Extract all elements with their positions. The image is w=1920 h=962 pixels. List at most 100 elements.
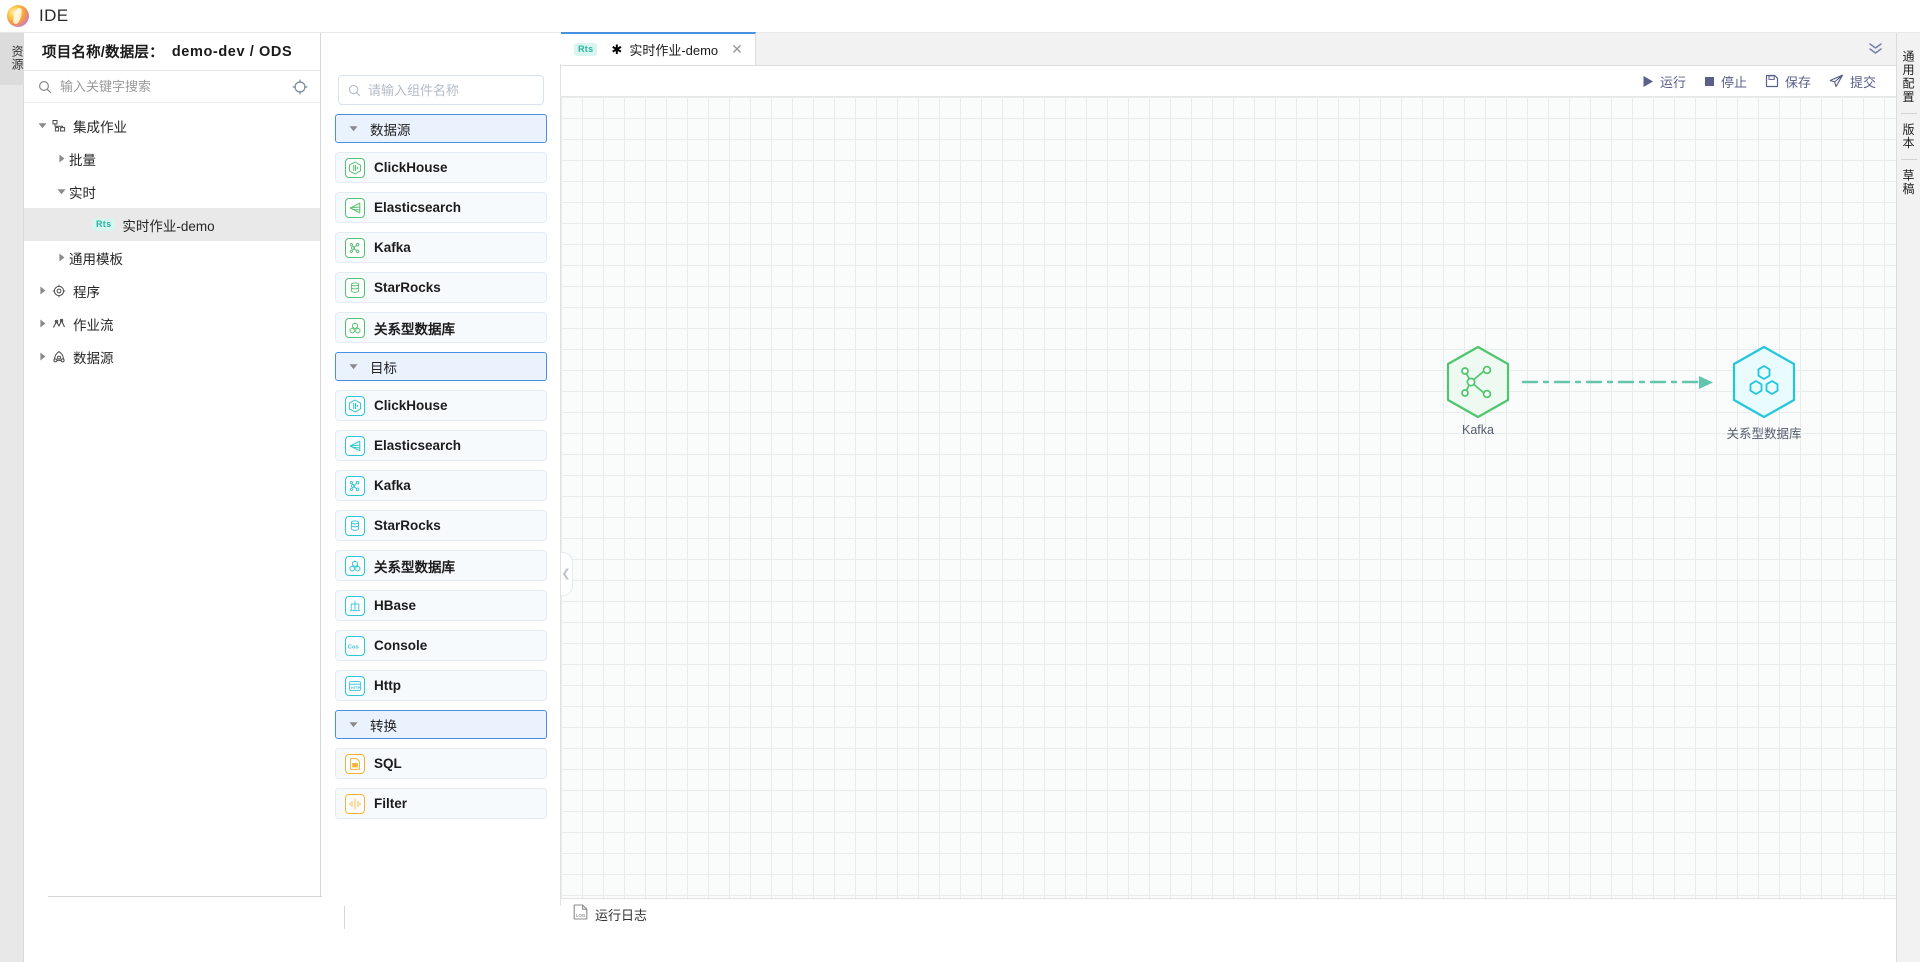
tree-item-0[interactable]: 集成作业 bbox=[24, 109, 320, 142]
palette-collapse-handle[interactable]: ❮ bbox=[561, 552, 573, 596]
submit-button[interactable]: 提交 bbox=[1829, 72, 1876, 91]
sidebar-search-input[interactable] bbox=[60, 79, 284, 94]
palette-item-关系型数据库[interactable]: 关系型数据库 bbox=[335, 312, 547, 343]
tab-label: 实时作业-demo bbox=[629, 43, 719, 58]
rdbms-icon bbox=[345, 555, 365, 576]
caret-right-icon[interactable] bbox=[53, 154, 69, 163]
sql-file-icon bbox=[345, 753, 365, 774]
project-value: demo-dev / ODS bbox=[171, 43, 293, 60]
filter-icon bbox=[345, 793, 365, 814]
caret-down-icon[interactable] bbox=[53, 187, 69, 196]
palette-item-filter[interactable]: Filter bbox=[335, 788, 547, 819]
palette-group-2[interactable]: 转换 bbox=[335, 710, 547, 739]
tab-realtime-job-demo[interactable]: Rts ✱ 实时作业-demo ✕ bbox=[561, 32, 756, 65]
gear-icon bbox=[50, 284, 68, 298]
save-button[interactable]: 保存 bbox=[1765, 72, 1811, 91]
caret-right-icon[interactable] bbox=[34, 286, 50, 295]
tree-item-label: 数据源 bbox=[73, 350, 114, 366]
edge-kafka-to-rdbms[interactable] bbox=[561, 97, 1896, 898]
palette-item-label: SQL bbox=[374, 756, 402, 771]
right-rail-item-2[interactable]: 草稿 bbox=[1901, 169, 1915, 196]
tree-item-badge: Rts bbox=[92, 218, 116, 231]
close-icon[interactable]: ✕ bbox=[731, 41, 743, 57]
starrocks-icon bbox=[345, 277, 365, 298]
tree-item-2[interactable]: 实时 bbox=[24, 175, 320, 208]
rail-separator bbox=[1900, 113, 1917, 114]
palette-item-label: Elasticsearch bbox=[374, 200, 462, 215]
rdbms-icon bbox=[345, 317, 365, 338]
run-button-label: 运行 bbox=[1659, 74, 1686, 90]
search-icon bbox=[38, 80, 52, 94]
editor-bottom-bar: LOG 运行日志 bbox=[561, 898, 1896, 929]
caret-down-icon[interactable] bbox=[34, 121, 50, 130]
palette-item-label: Kafka bbox=[374, 240, 411, 255]
palette-item-label: StarRocks bbox=[374, 280, 441, 295]
tree-item-7[interactable]: 数据源 bbox=[24, 340, 320, 373]
sitemap-icon bbox=[50, 119, 68, 133]
tab-dirty-marker: ✱ bbox=[611, 42, 623, 57]
chevron-double-down-icon[interactable] bbox=[1867, 42, 1884, 58]
tree-item-4[interactable]: 通用模板 bbox=[24, 241, 320, 274]
palette-search-input[interactable] bbox=[368, 82, 544, 98]
palette-item-sql[interactable]: SQL bbox=[335, 748, 547, 779]
run-button[interactable]: 运行 bbox=[1642, 72, 1686, 91]
palette-item-clickhouse[interactable]: ClickHouse bbox=[335, 390, 547, 421]
flow-canvas[interactable]: Kafka 关系型数据库 bbox=[561, 97, 1896, 898]
play-icon bbox=[1642, 75, 1654, 88]
palette-group-1[interactable]: 目标 bbox=[335, 352, 547, 381]
palette-item-label: ClickHouse bbox=[374, 160, 448, 175]
rail-separator bbox=[1900, 159, 1917, 160]
tree-item-label: 实时作业-demo bbox=[122, 218, 215, 234]
palette-item-console[interactable]: Cos Console bbox=[335, 630, 547, 661]
palette-item-关系型数据库[interactable]: 关系型数据库 bbox=[335, 550, 547, 581]
kafka-icon bbox=[345, 237, 365, 258]
palette-item-label: Filter bbox=[374, 796, 408, 811]
palette-item-starrocks[interactable]: StarRocks bbox=[335, 510, 547, 541]
clickhouse-icon bbox=[345, 395, 365, 416]
right-panel-rail: 通用配置版本草稿 bbox=[1896, 33, 1920, 962]
right-rail-item-0[interactable]: 通用配置 bbox=[1901, 50, 1915, 104]
project-label: 项目名称/数据层： bbox=[42, 45, 164, 61]
caret-right-icon[interactable] bbox=[53, 253, 69, 262]
tree-item-6[interactable]: 作业流 bbox=[24, 307, 320, 340]
palette-item-elasticsearch[interactable]: Elasticsearch bbox=[335, 192, 547, 223]
palette-group-0[interactable]: 数据源 bbox=[335, 114, 547, 143]
palette-item-kafka[interactable]: Kafka bbox=[335, 232, 547, 263]
palette-item-starrocks[interactable]: StarRocks bbox=[335, 272, 547, 303]
palette-item-kafka[interactable]: Kafka bbox=[335, 470, 547, 501]
caret-right-icon[interactable] bbox=[34, 352, 50, 361]
run-log-label[interactable]: 运行日志 bbox=[595, 907, 648, 923]
send-paper-plane-icon bbox=[1829, 74, 1844, 88]
palette-item-clickhouse[interactable]: ClickHouse bbox=[335, 152, 547, 183]
palette-item-hbase[interactable]: HBase bbox=[335, 590, 547, 621]
tree-item-5[interactable]: 程序 bbox=[24, 274, 320, 307]
palette-group-label: 转换 bbox=[370, 718, 397, 734]
caret-down-icon bbox=[336, 362, 370, 371]
caret-right-icon[interactable] bbox=[34, 319, 50, 328]
tree-item-1[interactable]: 批量 bbox=[24, 142, 320, 175]
left-activity-rail: 资源 bbox=[0, 33, 24, 962]
crosshair-locate-icon[interactable] bbox=[292, 79, 308, 95]
database-node-icon bbox=[50, 350, 68, 364]
sidebar-bottom-edge bbox=[48, 896, 345, 929]
rail-item-resource[interactable]: 资源 bbox=[0, 33, 24, 85]
save-disk-icon bbox=[1765, 74, 1779, 88]
tree-item-3[interactable]: Rts 实时作业-demo bbox=[24, 208, 320, 241]
editor-tabbar: Rts ✱ 实时作业-demo ✕ bbox=[561, 32, 1896, 66]
kafka-icon bbox=[345, 475, 365, 496]
canvas-node-kafka[interactable]: Kafka bbox=[1433, 345, 1523, 437]
right-rail-item-1[interactable]: 版本 bbox=[1901, 123, 1915, 150]
save-button-label: 保存 bbox=[1784, 74, 1811, 90]
palette-item-label: StarRocks bbox=[374, 518, 441, 533]
log-file-icon: LOG bbox=[573, 903, 588, 925]
project-header: 项目名称/数据层： demo-dev / ODS bbox=[24, 33, 320, 71]
palette-item-label: ClickHouse bbox=[374, 398, 448, 413]
console-icon: Cos bbox=[345, 635, 365, 656]
canvas-node-rdbms[interactable]: 关系型数据库 bbox=[1719, 345, 1809, 442]
palette-item-elasticsearch[interactable]: Elasticsearch bbox=[335, 430, 547, 461]
stop-button[interactable]: 停止 bbox=[1704, 72, 1747, 91]
palette-search-box bbox=[338, 75, 544, 105]
palette-item-label: Console bbox=[374, 638, 428, 653]
